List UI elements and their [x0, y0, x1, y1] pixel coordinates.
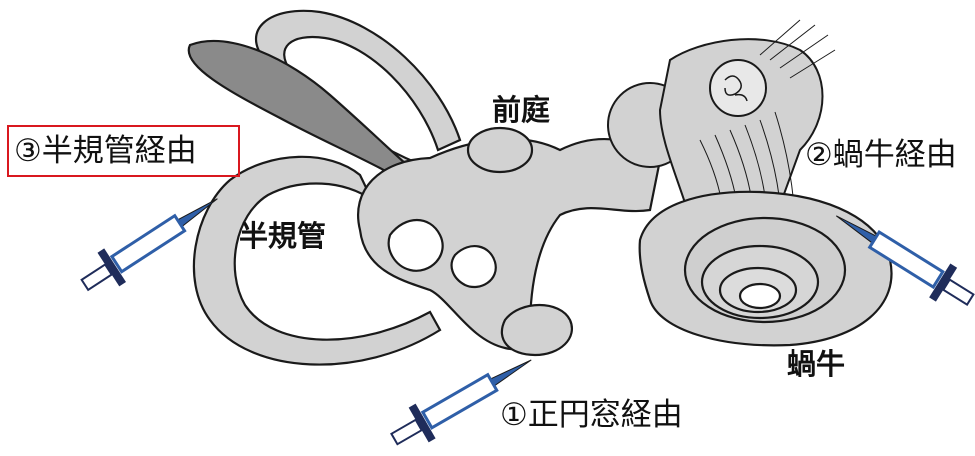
label-vestibule: 前庭	[492, 96, 550, 125]
label-route-cochlea: ②蝸牛経由	[805, 140, 957, 171]
label-route-semicircular: ③半規管経由	[14, 136, 197, 167]
label-route-round-window: ①正円窓経由	[500, 400, 683, 431]
round-window	[502, 305, 572, 355]
label-semicircular-canal: 半規管	[239, 222, 326, 251]
cochlea-spiral	[640, 192, 892, 346]
label-cochlea: 蝸牛	[787, 350, 845, 379]
